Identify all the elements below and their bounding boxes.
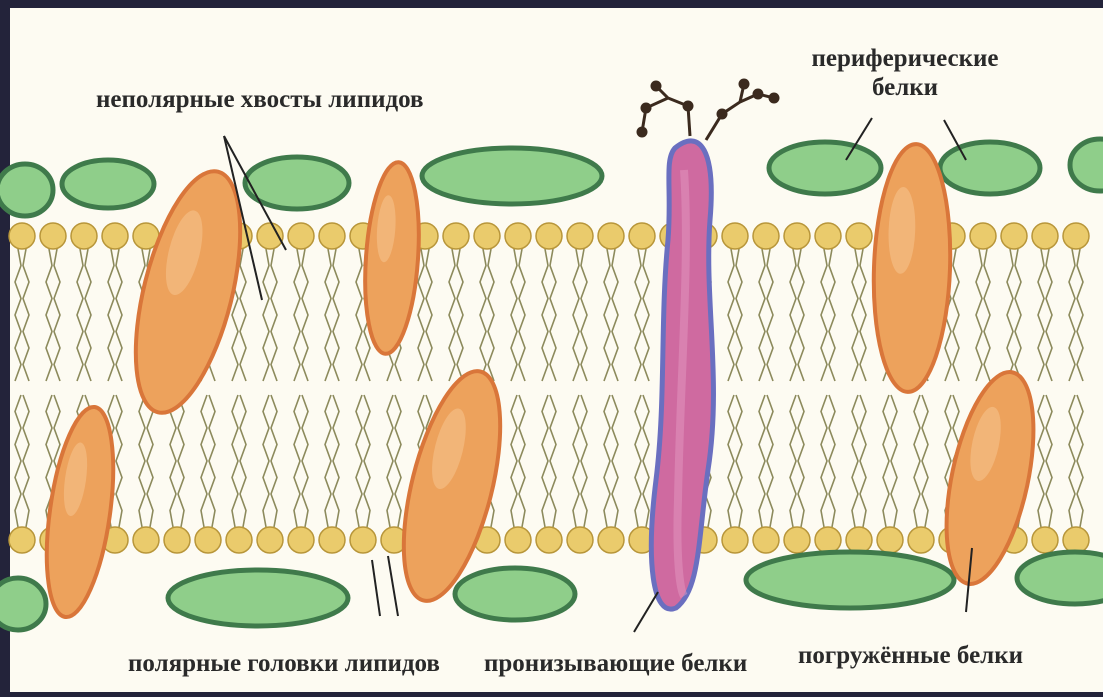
- lipid-head: [567, 527, 593, 553]
- lipid-head: [784, 223, 810, 249]
- lipid-head: [1001, 223, 1027, 249]
- peripheral-protein: [940, 142, 1040, 194]
- lipid-head: [319, 527, 345, 553]
- glycan-node: [717, 109, 728, 120]
- glycan-node: [637, 127, 648, 138]
- lipid-head: [195, 527, 221, 553]
- lipid-head: [1063, 527, 1089, 553]
- peripheral-protein: [769, 142, 881, 194]
- lipid-head: [970, 223, 996, 249]
- lipid-head: [567, 223, 593, 249]
- peripheral-protein: [0, 578, 46, 630]
- lipid-head: [9, 223, 35, 249]
- lipid-head: [350, 527, 376, 553]
- lipid-head: [288, 527, 314, 553]
- lipid-head: [629, 223, 655, 249]
- lipid-head: [1032, 223, 1058, 249]
- lipid-head: [598, 527, 624, 553]
- lipid-head: [133, 527, 159, 553]
- lipid-head: [536, 527, 562, 553]
- lipid-head: [40, 223, 66, 249]
- lipid-head: [908, 527, 934, 553]
- label-peripheral-line1: периферические: [800, 44, 1010, 73]
- lipid-head: [846, 527, 872, 553]
- label-nonpolar-tails: неполярные хвосты липидов: [96, 86, 424, 114]
- lipid-head: [9, 527, 35, 553]
- peripheral-protein: [62, 160, 154, 208]
- lipid-head: [815, 527, 841, 553]
- glycan-node: [769, 93, 780, 104]
- lipid-head: [319, 223, 345, 249]
- label-penetrating-proteins: пронизывающие белки: [484, 650, 747, 678]
- lipid-head: [536, 223, 562, 249]
- lipid-head: [815, 223, 841, 249]
- lipid-head: [1032, 527, 1058, 553]
- lipid-head: [505, 527, 531, 553]
- peripheral-protein: [245, 157, 349, 209]
- lipid-head: [598, 223, 624, 249]
- peripheral-protein: [0, 164, 53, 216]
- glycan-node: [641, 103, 652, 114]
- lipid-head: [474, 223, 500, 249]
- peripheral-protein: [168, 570, 348, 626]
- lipid-head: [1063, 223, 1089, 249]
- label-immersed-proteins: погружённые белки: [798, 642, 1023, 670]
- glycan-node: [739, 79, 750, 90]
- glycan-node: [651, 81, 662, 92]
- lipid-head: [443, 223, 469, 249]
- lipid-head: [102, 223, 128, 249]
- label-peripheral-proteins: периферические белки: [800, 44, 1010, 102]
- lipid-head: [877, 527, 903, 553]
- lipid-head: [71, 223, 97, 249]
- lipid-head: [722, 223, 748, 249]
- label-polar-heads: полярные головки липидов: [128, 650, 440, 678]
- lipid-head: [164, 527, 190, 553]
- peripheral-protein: [1017, 552, 1103, 604]
- lipid-head: [753, 223, 779, 249]
- glycan-node: [753, 89, 764, 100]
- lipid-head: [722, 527, 748, 553]
- glycan-node: [683, 101, 694, 112]
- peripheral-protein: [455, 568, 575, 620]
- lipid-head: [846, 223, 872, 249]
- peripheral-protein: [422, 148, 602, 204]
- label-peripheral-line2: белки: [800, 73, 1010, 102]
- lipid-head: [753, 527, 779, 553]
- lipid-head: [226, 527, 252, 553]
- lipid-head: [784, 527, 810, 553]
- lipid-head: [257, 527, 283, 553]
- lipid-head: [288, 223, 314, 249]
- peripheral-protein: [746, 552, 954, 608]
- lipid-head: [505, 223, 531, 249]
